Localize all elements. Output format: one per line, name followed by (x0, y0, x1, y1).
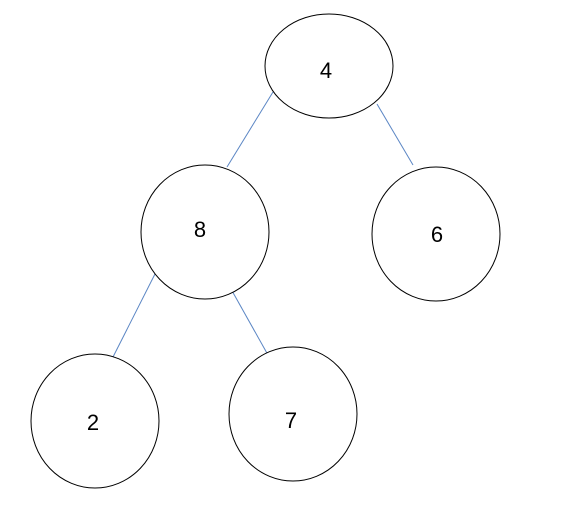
edge-8-2 (112, 271, 157, 358)
node-label: 7 (285, 408, 297, 433)
node-circle (264, 13, 394, 119)
node-circle (371, 166, 501, 302)
edge-4-6 (376, 103, 414, 166)
tree-node-6: 6 (371, 166, 501, 302)
edge-4-8 (226, 91, 274, 168)
tree-node-4: 4 (264, 13, 394, 119)
tree-node-8: 8 (140, 164, 270, 300)
node-label: 8 (194, 217, 206, 242)
node-label: 4 (320, 58, 332, 83)
node-circle (140, 164, 270, 300)
edge-8-7 (230, 288, 269, 356)
node-label: 2 (87, 410, 99, 435)
tree-node-7: 7 (228, 346, 358, 482)
node-label: 6 (431, 222, 443, 247)
tree-node-2: 2 (30, 353, 160, 489)
node-circle (30, 353, 160, 489)
node-circle (228, 346, 358, 482)
